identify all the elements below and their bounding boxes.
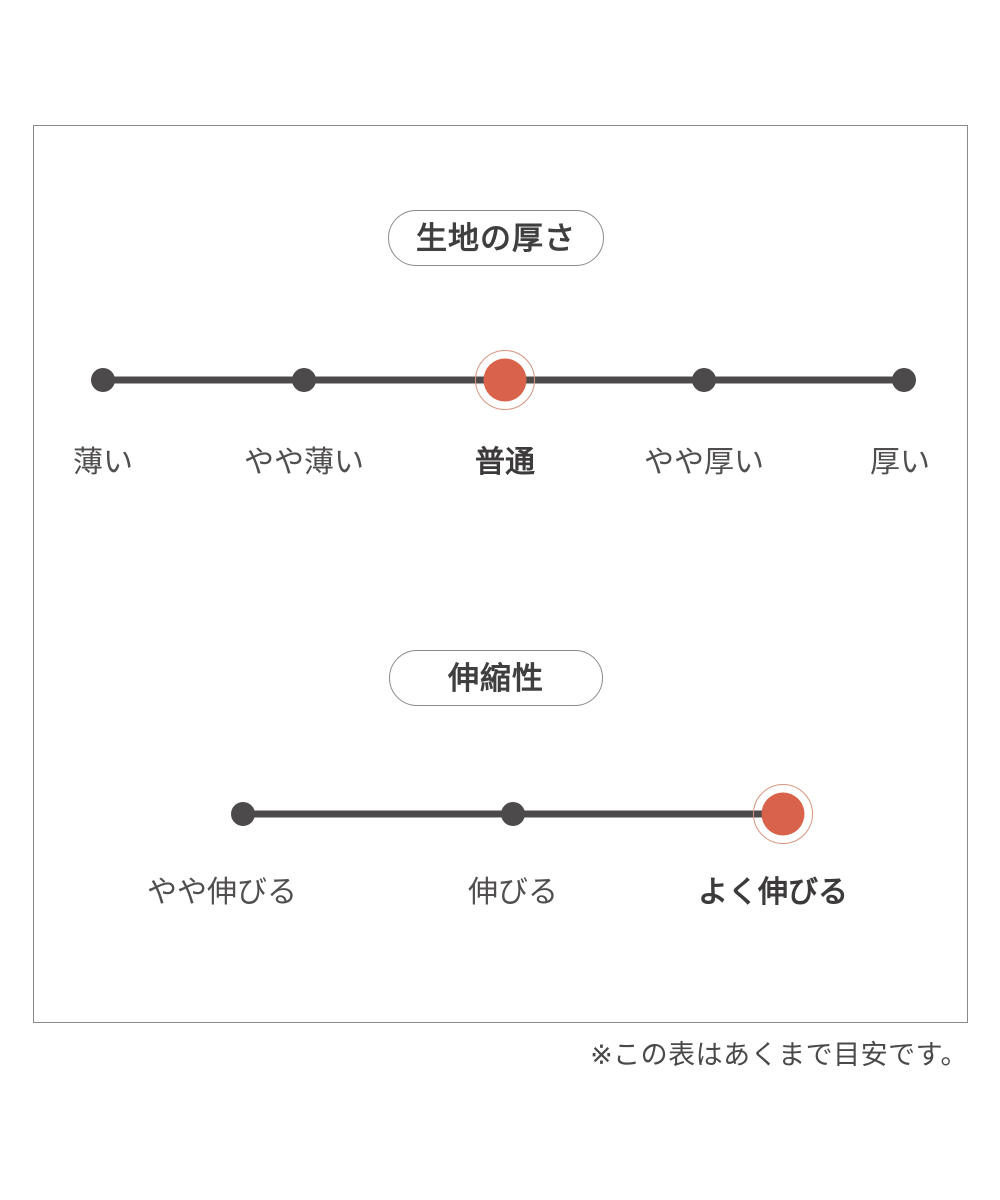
- tick-label-stretch-0: やや伸びる: [147, 876, 297, 909]
- scale-dot-4[interactable]: [892, 368, 916, 392]
- scale-dot-1[interactable]: [501, 802, 525, 826]
- tick-label-fabric-1: やや薄い: [244, 446, 364, 479]
- section-badge-label: 生地の厚さ: [416, 220, 576, 256]
- footnote-disclaimer: ※この表はあくまで目安です。: [590, 1040, 968, 1070]
- section-badge-label: 伸縮性: [448, 660, 544, 696]
- tick-label-stretch-2: よく伸びる: [698, 876, 848, 909]
- tick-label-stretch-1: 伸びる: [468, 876, 558, 909]
- tick-label-fabric-2: 普通: [475, 446, 535, 479]
- scale-dot-2-selected[interactable]: [483, 358, 527, 402]
- tick-label-fabric-0: 薄い: [73, 446, 133, 479]
- section-badge-stretchiness: 伸縮性: [389, 650, 603, 706]
- scale-dot-2-selected[interactable]: [761, 792, 805, 836]
- tick-label-fabric-3: やや厚い: [644, 446, 764, 479]
- section-badge-fabric-thickness: 生地の厚さ: [388, 210, 604, 266]
- scale-dot-0[interactable]: [91, 368, 115, 392]
- scale-dot-0[interactable]: [231, 802, 255, 826]
- scale-stretchiness: [231, 784, 813, 844]
- selected-dot-ring: [753, 784, 813, 844]
- tick-label-fabric-4: 厚い: [870, 446, 930, 479]
- scale-dot-1[interactable]: [292, 368, 316, 392]
- selected-dot-ring: [475, 350, 535, 410]
- diagram-frame: [33, 125, 968, 1023]
- scale-fabric-thickness: [91, 350, 916, 410]
- scale-dot-3[interactable]: [692, 368, 716, 392]
